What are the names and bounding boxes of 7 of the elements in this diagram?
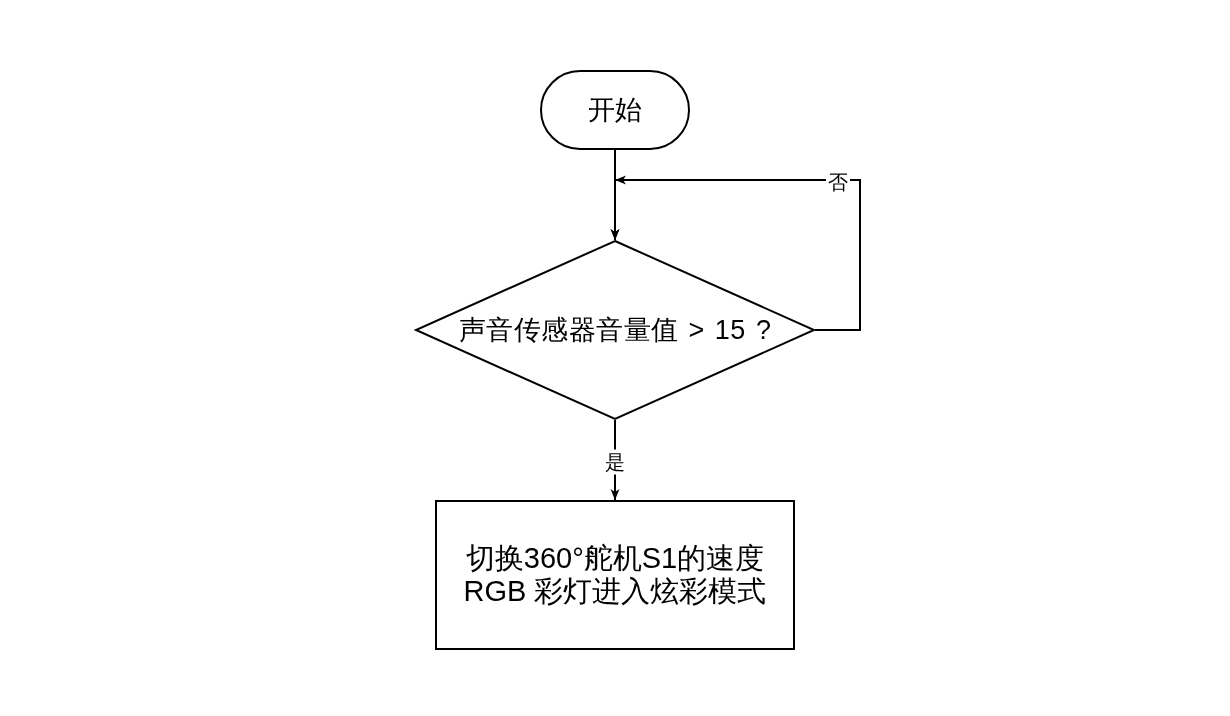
process-text: 切换360°舵机S1的速度RGB 彩灯进入炫彩模式 [462, 541, 768, 609]
flow-arrow [610, 175, 861, 331]
process-box [435, 500, 795, 650]
condition-text: 声音传感器音量值 > 15 ? [458, 313, 772, 347]
terminal-text: 开始 [588, 93, 642, 127]
edge-label: 是 [603, 449, 627, 475]
decision-diamond [415, 240, 815, 420]
